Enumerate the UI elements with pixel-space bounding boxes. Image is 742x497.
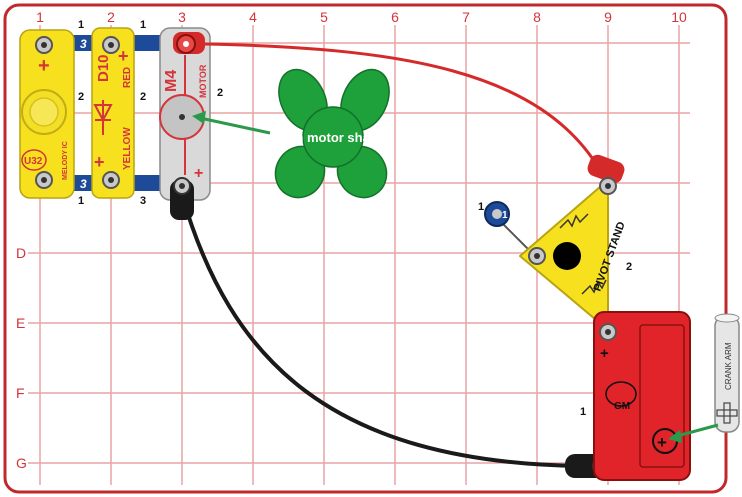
svg-text:M4: M4: [163, 70, 180, 92]
column-label-7: 7: [462, 9, 470, 25]
svg-text:CRANK ARM: CRANK ARM: [724, 342, 733, 390]
svg-text:YELLOW: YELLOW: [122, 127, 133, 170]
row-label-e: E: [16, 315, 25, 331]
level-u32-bot: 1: [78, 195, 84, 207]
level-u32-mid: 2: [78, 91, 84, 103]
svg-text:+: +: [600, 345, 609, 362]
column-label-10: 10: [671, 9, 687, 25]
svg-text:+: +: [194, 165, 203, 182]
red-wire-connector-right: [587, 154, 625, 184]
column-label-8: 8: [533, 9, 541, 25]
level-d10-top: 1: [140, 19, 146, 31]
crank-arm: CRANK ARM: [714, 313, 740, 433]
level-u32-top: 1: [78, 19, 84, 31]
level-post: 1: [478, 201, 484, 213]
black-jumper-wire: [180, 194, 581, 468]
svg-text:+: +: [38, 55, 50, 77]
row-label-f: F: [16, 385, 25, 401]
motor-m4: M4 MOTOR +: [159, 27, 211, 201]
svg-text:D10: D10: [95, 54, 112, 82]
level-d10-mid: 2: [140, 91, 146, 103]
fan-blade: [274, 68, 390, 199]
svg-text:MOTOR: MOTOR: [198, 64, 208, 98]
svg-text:GM: GM: [614, 401, 630, 412]
melody-ic-u32: + U32 MELODY IC: [19, 29, 75, 199]
svg-text:1: 1: [502, 210, 508, 221]
svg-text:+: +: [657, 433, 667, 452]
row-label-d: D: [16, 245, 26, 261]
black-wire-connector-top: [170, 177, 194, 220]
fan-label: on motor shaft: [288, 130, 380, 145]
fan-arrow: [192, 111, 271, 135]
generator-gm: + GM +: [593, 311, 691, 481]
svg-text:3: 3: [80, 177, 87, 191]
column-label-1: 1: [36, 9, 44, 25]
column-label-6: 6: [391, 9, 399, 25]
crank-arrow: [668, 423, 719, 443]
level-gm: 1: [580, 406, 586, 418]
level-pivot: 2: [626, 261, 632, 273]
svg-text:+: +: [94, 152, 105, 172]
column-label-2: 2: [107, 9, 115, 25]
red-wire-connector-left: [173, 32, 205, 54]
row-label-g: G: [16, 455, 27, 471]
svg-text:3: 3: [80, 37, 87, 51]
led-d10: D10 RED + + YELLOW: [91, 27, 135, 199]
column-label-9: 9: [604, 9, 612, 25]
red-jumper-wire: [204, 42, 602, 171]
svg-text:RED: RED: [122, 67, 133, 88]
svg-text:+: +: [118, 46, 129, 66]
column-label-4: 4: [249, 9, 257, 25]
svg-text:MELODY IC: MELODY IC: [62, 141, 69, 180]
column-label-3: 3: [178, 9, 186, 25]
svg-text:U32: U32: [24, 156, 43, 167]
level-m4-mid: 2: [217, 87, 223, 99]
column-label-5: 5: [320, 9, 328, 25]
level-d10-bot: 3: [140, 195, 146, 207]
